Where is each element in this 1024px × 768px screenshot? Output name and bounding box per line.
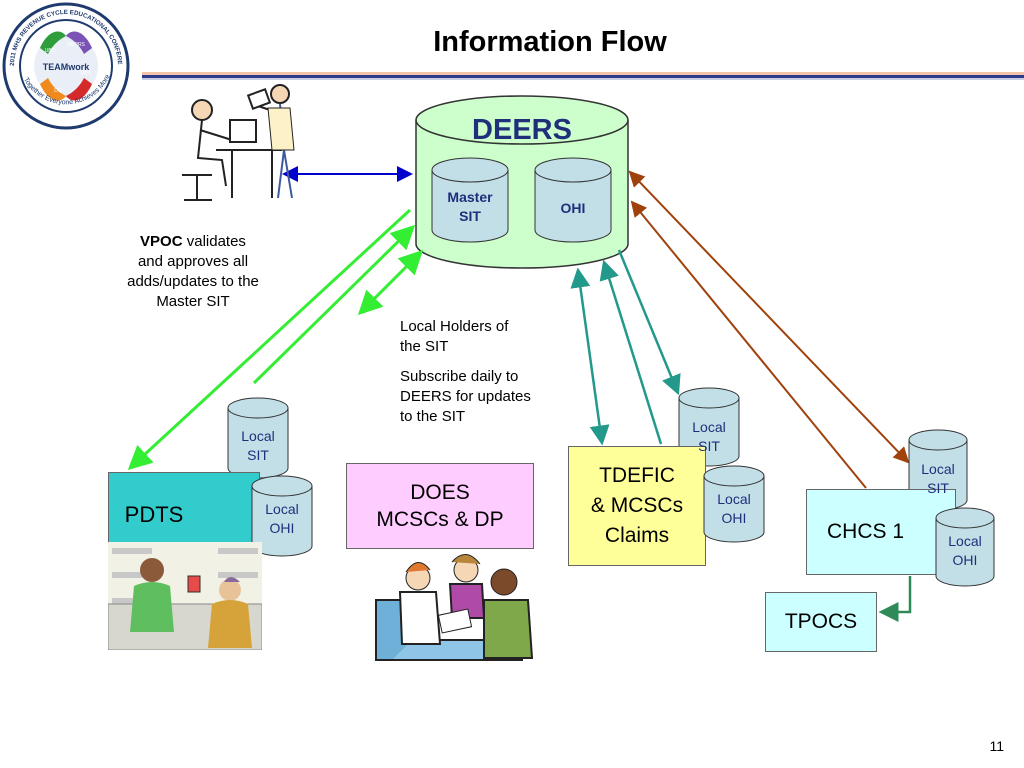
label-line: OHI [952, 552, 978, 568]
does-line1: DOES [410, 481, 470, 504]
vpoc-description: VPOC validates and approves all adds/upd… [112, 232, 274, 312]
tpocs-label: TPOCS [784, 610, 858, 633]
logo-label: DQ [54, 88, 62, 94]
ohi-label: OHI [560, 200, 586, 216]
label-line: SIT [927, 480, 949, 496]
chcs-ohi-arrow [630, 200, 867, 489]
label-line: Local [241, 428, 275, 444]
deers-label: DEERS [472, 114, 572, 146]
does-box: DOES MCSCs & DP [346, 463, 534, 549]
master-sit-label: Master SIT [432, 188, 508, 226]
tdefic-local-ohi-label: Local OHI [704, 490, 764, 528]
vpoc-line: Master SIT [156, 293, 230, 310]
tdefic-local-ohi-database [703, 465, 765, 543]
tdefic-line: & MCSCs [590, 494, 684, 517]
label-line: Local [717, 491, 751, 507]
master-sit-line: SIT [459, 208, 481, 224]
pharmacy-illustration [108, 542, 262, 650]
title-divider [142, 72, 1024, 80]
pdts-local-ohi-label: Local OHI [252, 500, 312, 538]
label-line: Local [948, 533, 982, 549]
vpoc-line: adds/updates to the [127, 273, 259, 290]
page-number: 11 [989, 738, 1004, 754]
does-line2: MCSCs & DP [376, 508, 504, 531]
label-line: Local [692, 419, 726, 435]
chcs-local-ohi-label: Local OHI [936, 532, 994, 570]
chcs-local-ohi-database [935, 507, 995, 587]
note-line: the SIT [400, 338, 449, 355]
tdefic-deers-arrow [570, 267, 610, 446]
tdefic-line: Claims [604, 524, 670, 547]
pdts-local-sit-label: Local SIT [228, 427, 288, 465]
ohi-database [534, 157, 612, 243]
master-sit-database [431, 157, 509, 243]
label-line: SIT [698, 438, 720, 454]
vpoc-line: VPOC validates [140, 233, 246, 250]
vpoc-bold: VPOC [140, 233, 183, 250]
chcs-label: CHCS 1 [827, 520, 905, 543]
logo-label: UBO [45, 48, 56, 54]
label-line: OHI [269, 520, 295, 536]
label-line: Local [265, 501, 299, 517]
label-line: SIT [247, 447, 269, 463]
logo-label: UBU [81, 70, 92, 76]
master-sit-line: Master [447, 189, 493, 205]
tpocs-box: TPOCS [765, 592, 877, 652]
label-line: OHI [721, 510, 747, 526]
does-workers-illustration [375, 554, 534, 661]
logo-center-text: TEAMwork [43, 62, 90, 72]
conference-logo: TEAMwork UBO MEPRS UBU DQ 2011 MHS REVEN… [0, 0, 130, 130]
logo-label: MEPRS [67, 42, 85, 48]
chcs-local-sit-label: Local SIT [909, 460, 967, 498]
note-line: Local Holders of [400, 318, 509, 335]
label-line: Local [921, 461, 955, 477]
pdts-local-ohi-database [251, 475, 313, 557]
chcs-tpocs-arrow [878, 576, 912, 622]
local-holders-arrow [357, 249, 424, 316]
office-workers-illustration [182, 84, 295, 201]
note-line: to the SIT [400, 408, 466, 425]
tdefic-local-sit-label: Local SIT [679, 418, 739, 456]
pdts-local-sit-database [227, 397, 289, 479]
note-line: DEERS for updates [400, 388, 531, 405]
chcs-deers-arrow [628, 170, 910, 464]
tdefic-box: TDEFIC & MCSCs Claims [568, 446, 706, 566]
vpoc-line: and approves all [137, 253, 249, 270]
page-title: Information Flow [433, 26, 667, 58]
pdts-label: PDTS [124, 502, 184, 527]
note-line: Subscribe daily to [400, 368, 519, 385]
chcs-box: CHCS 1 [806, 489, 956, 575]
tdefic-line: TDEFIC [599, 464, 675, 487]
local-holders-note: Local Holders of the SIT Subscribe daily… [400, 317, 560, 427]
